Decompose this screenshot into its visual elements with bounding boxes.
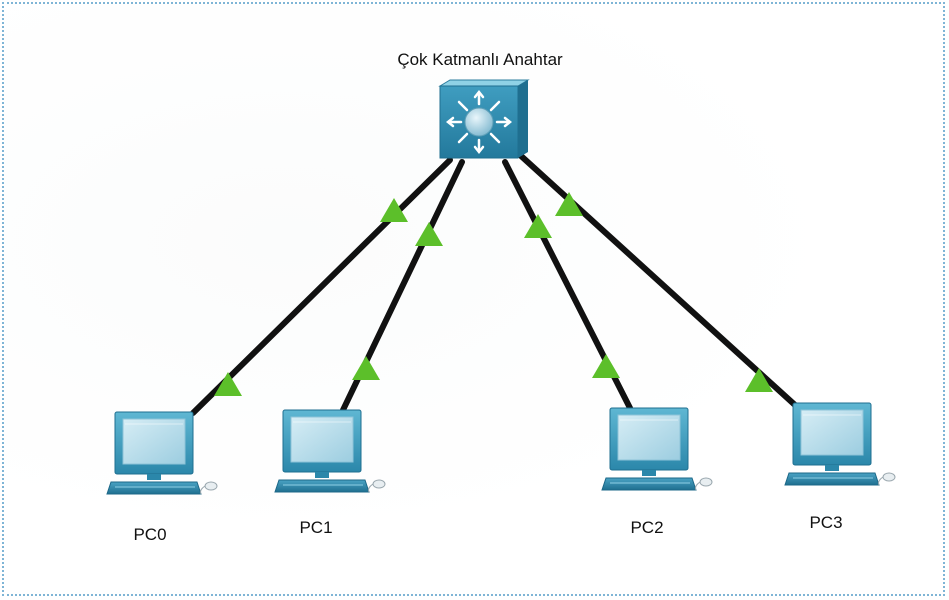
pc0-label: PC0 — [133, 525, 166, 544]
switch-label: Çok Katmanlı Anahtar — [397, 50, 563, 69]
pc2-icon[interactable] — [601, 407, 713, 491]
pc2-label: PC2 — [630, 518, 663, 537]
link-status-icon — [555, 192, 583, 216]
link-switch-pc0[interactable] — [190, 157, 453, 416]
link-status-icon — [592, 354, 620, 378]
pc3-icon[interactable] — [784, 402, 896, 486]
link-status-icon — [380, 198, 408, 222]
link-status-icon — [745, 368, 773, 392]
multilayer-switch-icon[interactable] — [438, 79, 530, 159]
pc1-icon[interactable] — [274, 409, 386, 493]
pc3-label: PC3 — [809, 513, 842, 532]
pc1-label: PC1 — [299, 518, 332, 537]
link-status-icon — [415, 222, 443, 246]
link-status-icon — [214, 372, 242, 396]
pc0-icon[interactable] — [106, 411, 218, 495]
link-switch-pc3[interactable] — [517, 152, 798, 408]
link-status-icon — [524, 214, 552, 238]
link-status-icon — [352, 356, 380, 380]
